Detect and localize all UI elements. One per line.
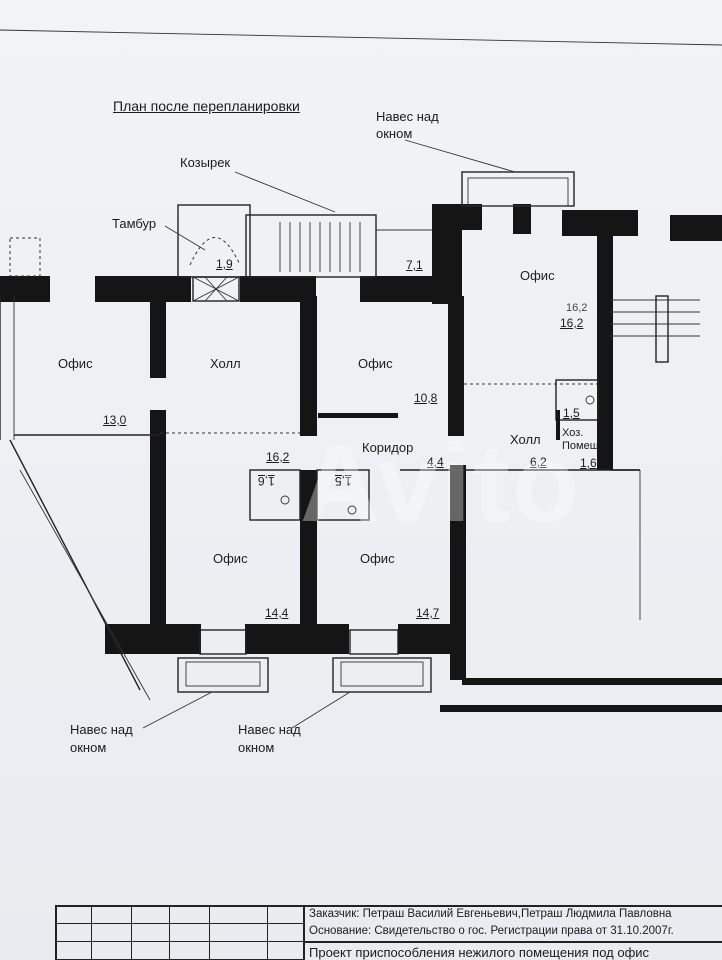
room-office-bl-area: 14,4	[265, 606, 289, 620]
room-office-br-area: 14,7	[416, 606, 440, 620]
room-office-bl-name: Офис	[213, 551, 248, 566]
stamp-customer: Заказчик: Петраш Василий Евгеньевич,Петр…	[309, 908, 672, 920]
stamp-basis: Основание: Свидетельство о гос. Регистра…	[309, 925, 674, 937]
room-storage-area: 1,6	[580, 456, 597, 470]
annotation-naves-top-2: окном	[376, 126, 413, 141]
plan-title: План после перепланировки	[113, 98, 300, 114]
room-hall-right-name: Холл	[510, 432, 541, 447]
annotation-naves-bl-2: окном	[70, 740, 107, 755]
room-office-br-name: Офис	[360, 551, 395, 566]
annotation-naves-top-1: Навес над	[376, 109, 439, 124]
annotation-naves-br-1: Навес над	[238, 722, 301, 737]
room-hall-right-area: 6,2	[530, 455, 547, 469]
area-wc-right: 1,5	[563, 406, 580, 420]
title-block: Заказчик: Петраш Василий Евгеньевич,Петр…	[55, 905, 722, 960]
area-tambur: 1,9	[216, 257, 233, 271]
room-office-mid-area: 10,8	[414, 391, 438, 405]
area-wc-mid: 1,5	[335, 474, 352, 488]
room-hall-name: Холл	[210, 356, 241, 371]
annotation-naves-bl-1: Навес над	[70, 722, 133, 737]
area-stair: 7,1	[406, 258, 423, 272]
room-office-mid-name: Офис	[358, 356, 393, 371]
room-corridor-name: Коридор	[362, 440, 414, 455]
room-office-left-area: 13,0	[103, 413, 127, 427]
room-office-right-area-alt: 16,2	[566, 302, 588, 314]
room-hall-area: 16,2	[266, 450, 290, 464]
room-corridor-area: 4,4	[427, 455, 444, 469]
room-office-right-area: 16,2	[560, 316, 584, 330]
area-wc-left: 1,6	[258, 474, 275, 488]
stamp-project: Проект приспособления нежилого помещения…	[309, 945, 650, 960]
room-storage-name: Хоз. Помещ.	[562, 427, 602, 452]
annotation-naves-br-2: окном	[238, 740, 275, 755]
annotation-kozyrek: Козырек	[180, 155, 231, 170]
room-office-left-name: Офис	[58, 356, 93, 371]
annotation-tambur: Тамбур	[112, 216, 157, 231]
wall-segment	[0, 276, 50, 302]
room-office-right-name: Офис	[520, 268, 555, 283]
